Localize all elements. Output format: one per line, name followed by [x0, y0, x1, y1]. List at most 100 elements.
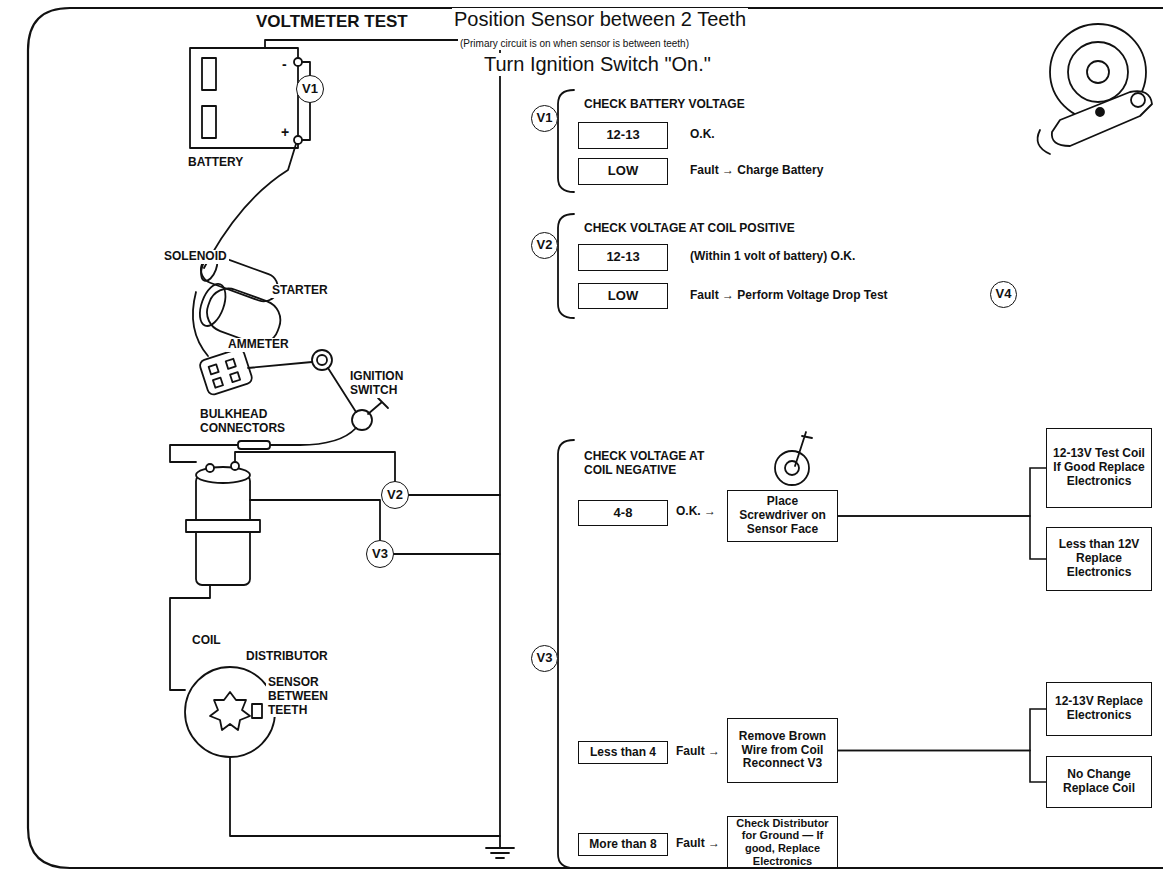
value-box: 12-13V Test Coil If Good Replace Electro…: [1046, 428, 1152, 508]
screwdriver-icon: [775, 432, 812, 485]
node-text: Place Screwdriver on Sensor Face: [733, 495, 832, 536]
annotation-label: Position Sensor between 2 Teeth: [452, 8, 748, 31]
ground-symbol: [486, 848, 514, 858]
bulkhead-connector: [199, 347, 254, 395]
ammeter-symbol: [317, 355, 327, 365]
annotation-label: DISTRIBUTOR: [244, 650, 330, 664]
connector: [838, 516, 1046, 559]
coil-bracket: [186, 520, 260, 532]
annotation-label: +: [279, 124, 291, 140]
battery-cell: [202, 106, 216, 138]
distributor-symbol: [185, 667, 275, 757]
meter-circle: V1: [531, 105, 558, 132]
bracket: [558, 90, 574, 192]
annotation-label: O.K. →: [674, 505, 718, 519]
annotation-label: SENSOR BETWEEN TEETH: [266, 676, 352, 717]
value-box: LOW: [578, 158, 668, 185]
node-text: More than 8: [589, 838, 656, 852]
value-box: 12-13V Replace Electronics: [1046, 682, 1152, 736]
annotation-label: BATTERY: [186, 156, 245, 170]
reluctor-teeth: [210, 692, 250, 730]
node-text: Less than 4: [590, 746, 656, 760]
wire: [230, 757, 500, 836]
annotation-label: COIL: [190, 634, 223, 648]
annotation-label: (Within 1 volt of battery) O.K.: [688, 250, 857, 264]
node-text: No Change Replace Coil: [1052, 768, 1146, 796]
meter-lead: [235, 452, 500, 495]
meter-circle: V2: [531, 232, 558, 259]
annotation-label: Fault →: [674, 837, 722, 851]
node-text: 12-13V Test Coil If Good Replace Electro…: [1052, 447, 1146, 488]
meter-circle: V1: [296, 75, 324, 103]
annotation-label: (Primary circuit is on when sensor is be…: [458, 38, 691, 50]
node-text: 4-8: [614, 506, 633, 521]
node-text: Remove Brown Wire from Coil Reconnect V3: [733, 730, 832, 771]
resistor-wire: [238, 441, 270, 449]
node-text: 12-13: [606, 250, 639, 265]
node-text: Check Distributor for Ground — If good, …: [733, 817, 832, 868]
annotation-label: Turn Ignition Switch "On.": [482, 53, 713, 76]
bracket: [558, 214, 574, 318]
annotation-label: AMMETER: [226, 338, 291, 352]
meter-circle: V3: [531, 645, 558, 672]
value-box: Less than 12V Replace Electronics: [1046, 527, 1152, 591]
value-box: Remove Brown Wire from Coil Reconnect V3: [727, 718, 838, 783]
annotation-label: BULKHEAD CONNECTORS: [198, 408, 312, 436]
value-box: More than 8: [578, 833, 668, 856]
connector: [838, 709, 1046, 751]
value-box: No Change Replace Coil: [1046, 756, 1152, 808]
title: VOLTMETER TEST: [254, 12, 410, 32]
node-text: 12-13: [606, 128, 639, 143]
value-box: Place Screwdriver on Sensor Face: [727, 490, 838, 542]
annotation-label: IGNITION SWITCH: [348, 370, 422, 398]
bracket: [558, 440, 574, 868]
annotation-label: Fault → Perform Voltage Drop Test: [688, 289, 890, 303]
meter-circle: V4: [990, 281, 1017, 308]
node-text: V2: [537, 238, 553, 253]
battery-terminal: [294, 136, 302, 144]
node-text: 12-13V Replace Electronics: [1052, 695, 1146, 723]
node-text: V3: [372, 547, 388, 562]
ground-wire: [265, 40, 500, 848]
node-text: Less than 12V Replace Electronics: [1052, 538, 1146, 579]
annotation-label: Fault → Charge Battery: [688, 164, 825, 178]
sensor-symbol: [252, 704, 262, 718]
annotation-label: CHECK VOLTAGE AT COIL NEGATIVE: [582, 450, 726, 478]
value-box: 12-13: [578, 244, 668, 271]
ammeter-symbol: [312, 350, 332, 370]
annotation-label: Fault →: [674, 745, 722, 759]
annotation-label: CHECK VOLTAGE AT COIL POSITIVE: [582, 222, 797, 236]
node-text: LOW: [608, 289, 638, 304]
value-box: Less than 4: [578, 741, 668, 764]
node-text: V3: [537, 651, 553, 666]
wire: [248, 362, 312, 368]
coil-symbol: [196, 467, 250, 483]
ignition-key: [368, 398, 388, 414]
node-text: V4: [996, 287, 1012, 302]
node-text: LOW: [608, 164, 638, 179]
meter-circle: V2: [381, 481, 409, 509]
battery-symbol: [190, 48, 298, 148]
annotation-label: SOLENOID: [162, 250, 229, 264]
wire: [193, 292, 208, 356]
coil-terminal: [231, 462, 239, 470]
value-box: LOW: [578, 283, 668, 309]
annotation-label: STARTER: [270, 284, 330, 298]
annotation-label: O.K.: [688, 128, 717, 142]
battery-cell: [202, 58, 216, 90]
annotation-label: -: [280, 56, 289, 72]
battery-terminal: [294, 58, 302, 66]
meter-circle: V3: [366, 540, 394, 568]
value-box: 4-8: [578, 500, 668, 526]
node-text: V1: [537, 111, 553, 126]
annotation-label: CHECK BATTERY VOLTAGE: [582, 98, 747, 112]
connector: [838, 751, 1046, 783]
starter-symbol: [183, 252, 295, 350]
coil-terminal: [206, 464, 214, 472]
node-text: V1: [302, 82, 318, 97]
value-box: 12-13: [578, 122, 668, 149]
node-text: V2: [387, 488, 403, 503]
value-box: Check Distributor for Ground — If good, …: [727, 816, 838, 868]
distributor-illustration: [1038, 24, 1152, 154]
